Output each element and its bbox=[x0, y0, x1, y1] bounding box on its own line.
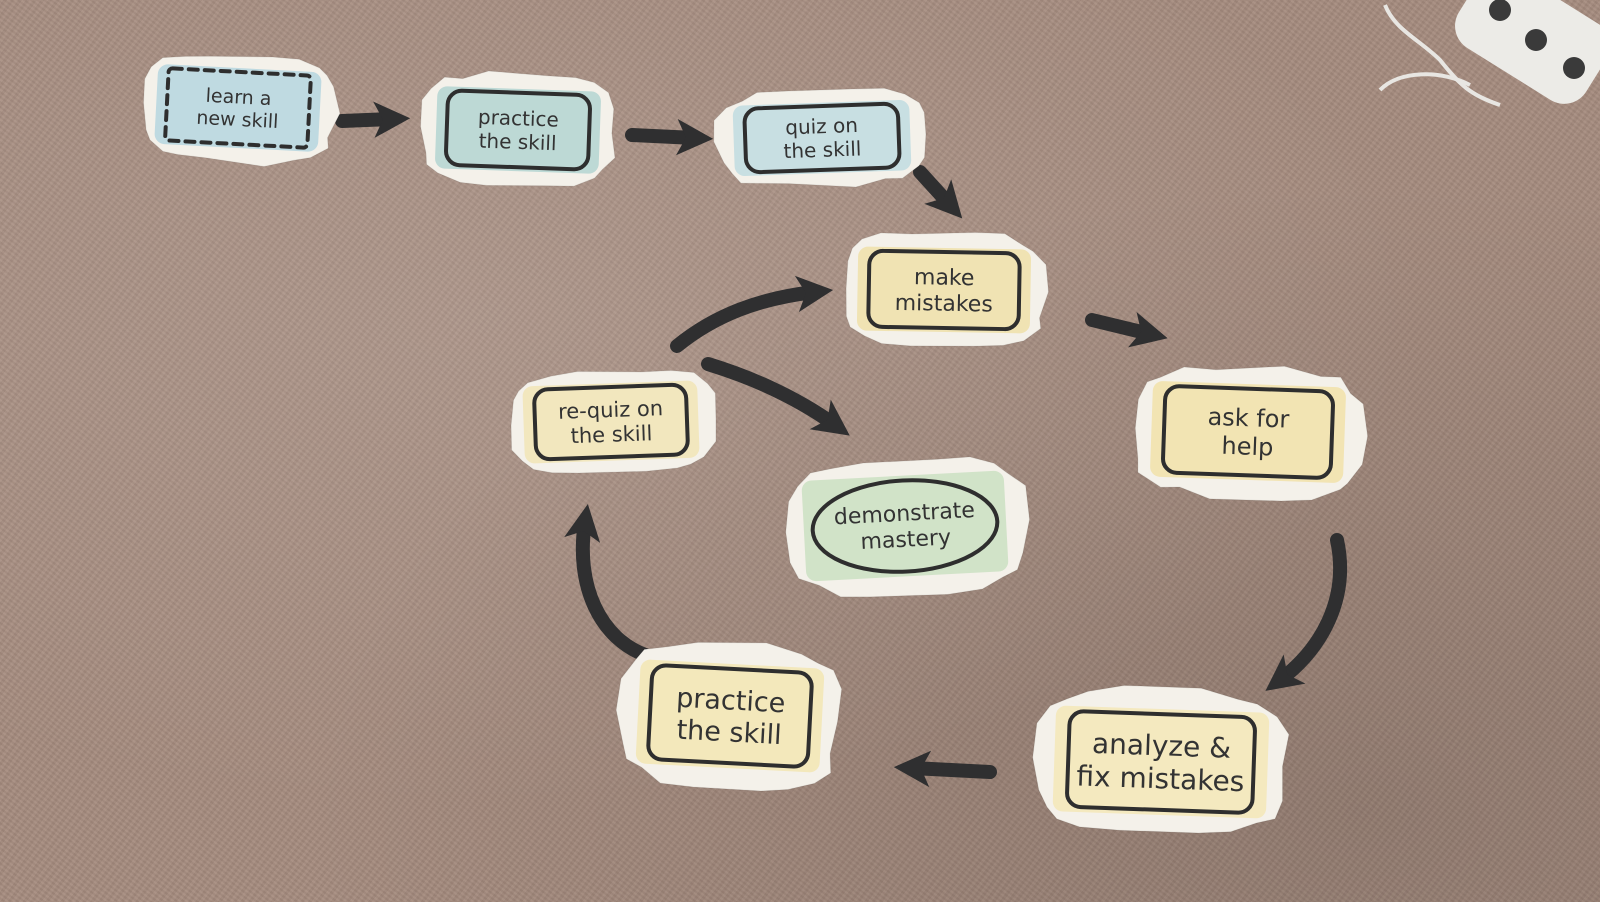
color-wash bbox=[856, 246, 1032, 334]
color-wash bbox=[732, 100, 912, 176]
ink-frame bbox=[1065, 709, 1257, 815]
node-label-line: practice bbox=[675, 683, 786, 720]
ink-frame bbox=[742, 101, 902, 175]
node-label-line: quiz on bbox=[785, 113, 858, 140]
color-wash bbox=[1052, 705, 1270, 819]
flow-arrows bbox=[335, 101, 1348, 788]
arrow-practice-to-quiz bbox=[625, 118, 714, 156]
node-label-line: ask for bbox=[1207, 403, 1290, 434]
node-analyze-fix-mistakes: analyze &fix mistakes bbox=[1032, 684, 1290, 834]
node-label-line: the skill bbox=[570, 421, 653, 448]
node-label-line: analyze & bbox=[1091, 727, 1231, 765]
color-wash bbox=[154, 64, 322, 152]
power-strip bbox=[1378, 0, 1600, 107]
node-label-line: re-quiz on bbox=[558, 396, 664, 424]
node-label-line: practice bbox=[478, 105, 560, 132]
arrow-requiz-to-mastery bbox=[701, 357, 850, 436]
ink-frame bbox=[1161, 384, 1335, 480]
node-label-line: mistakes bbox=[895, 291, 993, 318]
node-label-line: fix mistakes bbox=[1076, 759, 1245, 798]
arrow-practice-to-requiz bbox=[564, 504, 655, 663]
arrow-learn-to-practice bbox=[335, 101, 411, 138]
node-label-line: help bbox=[1221, 432, 1274, 462]
ink-frame bbox=[163, 66, 313, 150]
node-label-line: mastery bbox=[860, 525, 952, 555]
ink-frame bbox=[444, 88, 592, 172]
color-wash bbox=[435, 86, 601, 174]
node-label-line: the skill bbox=[676, 715, 783, 751]
node-label-line: learn a bbox=[205, 85, 272, 110]
arrow-requiz-to-mistakes bbox=[670, 275, 834, 353]
ink-frame bbox=[866, 248, 1022, 332]
ink-frame bbox=[646, 663, 814, 769]
arrow-quiz-to-mistakes bbox=[913, 165, 963, 219]
arrow-analyze-to-practice bbox=[893, 750, 997, 788]
node-label-line: new skill bbox=[196, 107, 279, 133]
node-label-line: make bbox=[914, 265, 975, 291]
arrow-help-to-analyze bbox=[1265, 533, 1348, 691]
ink-frame bbox=[532, 382, 690, 462]
node-label-line: the skill bbox=[478, 128, 557, 155]
arrow-mistakes-to-help bbox=[1085, 312, 1168, 348]
color-wash bbox=[522, 380, 700, 464]
color-wash bbox=[1150, 381, 1346, 483]
color-wash bbox=[801, 470, 1009, 582]
color-wash bbox=[635, 659, 825, 773]
ink-frame bbox=[810, 478, 1000, 574]
node-label-line: the skill bbox=[783, 136, 862, 163]
